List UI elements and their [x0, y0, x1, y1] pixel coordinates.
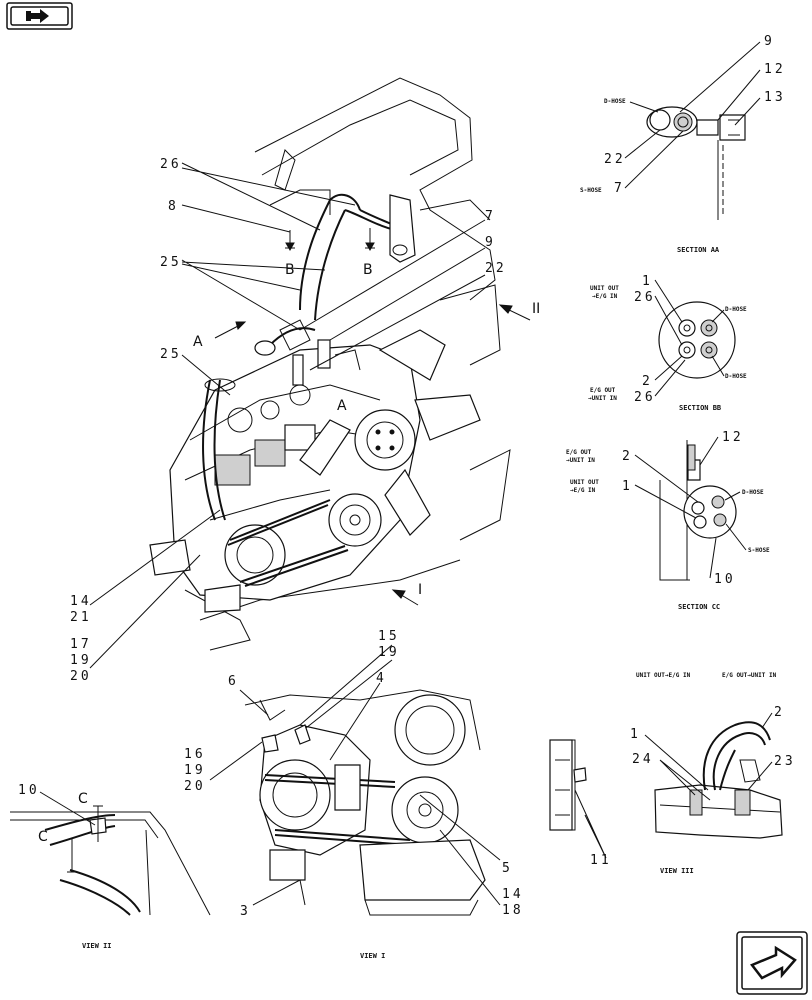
callout-22: 22 [604, 152, 626, 167]
callout-25: 25 [160, 347, 182, 362]
section-aa-caption: SECTION AA [677, 246, 720, 254]
flow-label: E/G OUT [590, 387, 616, 394]
callout-17: 17 [70, 637, 92, 652]
next-page-button[interactable] [736, 931, 808, 995]
callout-2: 2 [622, 449, 633, 464]
callout-22: 22 [485, 261, 507, 276]
callout-1: 1 [630, 727, 641, 742]
main-view-callouts: 26 8 7 9 25 22 25 14 21 17 19 20 [70, 157, 507, 684]
callout-11: 11 [590, 853, 612, 868]
callout-6: 6 [228, 674, 239, 689]
callout-26: 26 [634, 390, 656, 405]
callout-15: 15 [378, 629, 400, 644]
section-aa: D-HOSE S-HOSE 9 12 13 22 7 SECTION AA [580, 34, 786, 254]
callout-14: 14 [70, 594, 92, 609]
callout-23: 23 [774, 754, 796, 769]
section-marker-a: A [193, 334, 203, 350]
view-iii-caption: VIEW III [660, 867, 694, 875]
callout-26: 26 [160, 157, 182, 172]
section-marker-c: C [38, 829, 48, 845]
callout-2: 2 [774, 705, 785, 720]
fan [299, 329, 481, 536]
next-page-arrow-icon [750, 945, 797, 980]
callout-20: 20 [184, 779, 206, 794]
flow-label: →UNIT IN [588, 395, 617, 402]
section-marker-a: A [337, 398, 347, 414]
callout-13: 13 [764, 90, 786, 105]
flow-label: E/G OUT→UNIT IN [722, 672, 777, 679]
flow-label: UNIT OUT [570, 479, 599, 486]
callout-10: 10 [18, 783, 40, 798]
section-bb: D-HOSE D-HOSE UNIT OUT →E/G IN E/G OUT →… [588, 274, 747, 412]
flow-label: →E/G IN [570, 487, 596, 494]
callout-9: 9 [485, 235, 496, 250]
view-ii-drawing: C C 10 VIEW II [10, 783, 211, 950]
section-cc: D-HOSE S-HOSE E/G OUT →UNIT IN UNIT OUT … [566, 430, 770, 611]
hose-label-d: D-HOSE [604, 98, 626, 105]
back-arrow-icon [30, 9, 49, 23]
main-engine-drawing: II I A A B B [89, 77, 540, 669]
callout-12: 12 [722, 430, 744, 445]
back-button[interactable] [6, 2, 73, 30]
callout-12: 12 [764, 62, 786, 77]
section-marker-b: B [363, 262, 373, 278]
section-bb-caption: SECTION BB [679, 404, 721, 412]
flow-label: UNIT OUT [590, 285, 619, 292]
flow-label: →UNIT IN [566, 457, 595, 464]
callout-3: 3 [240, 904, 251, 919]
view-i-drawing: 15 19 6 4 16 19 20 3 5 14 18 VIEW I [184, 629, 524, 960]
callout-21: 21 [70, 610, 92, 625]
callout-1: 1 [642, 274, 653, 289]
section-cc-caption: SECTION CC [678, 603, 720, 611]
flow-label: E/G OUT [566, 449, 592, 456]
callout-5: 5 [502, 861, 513, 876]
flow-label: →E/G IN [592, 293, 618, 300]
callout-8: 8 [168, 199, 179, 214]
callout-24: 24 [632, 752, 654, 767]
callout-7: 7 [485, 209, 496, 224]
callout-10: 10 [714, 572, 736, 587]
callout-19: 19 [70, 653, 92, 668]
hose-label-s: S-HOSE [748, 547, 770, 554]
callout-16: 16 [184, 747, 206, 762]
hose-label-d: D-HOSE [725, 306, 747, 313]
callout-9: 9 [764, 34, 775, 49]
view-marker-i: I [418, 582, 422, 598]
section-marker-b: B [285, 262, 295, 278]
hose-label-d: D-HOSE [725, 373, 747, 380]
callout-4: 4 [376, 671, 387, 686]
callout-18: 18 [502, 903, 524, 918]
view-marker-ii: II [532, 301, 540, 317]
view-ii-caption: VIEW II [82, 942, 112, 950]
hose-label-s: S-HOSE [580, 187, 602, 194]
view-i-caption: VIEW I [360, 952, 385, 960]
callout-19: 19 [378, 645, 400, 660]
view-iii-drawing: UNIT OUT→E/G IN E/G OUT→UNIT IN 1 2 24 2… [549, 672, 796, 875]
callout-1: 1 [622, 479, 633, 494]
callout-14: 14 [502, 887, 524, 902]
callout-2: 2 [642, 374, 653, 389]
callout-19: 19 [184, 763, 206, 778]
hose-label-d: D-HOSE [742, 489, 764, 496]
section-marker-c: C [78, 791, 88, 807]
callout-7: 7 [614, 181, 625, 196]
callout-25: 25 [160, 255, 182, 270]
flow-label: UNIT OUT→E/G IN [636, 672, 691, 679]
callout-26: 26 [634, 290, 656, 305]
callout-20: 20 [70, 669, 92, 684]
